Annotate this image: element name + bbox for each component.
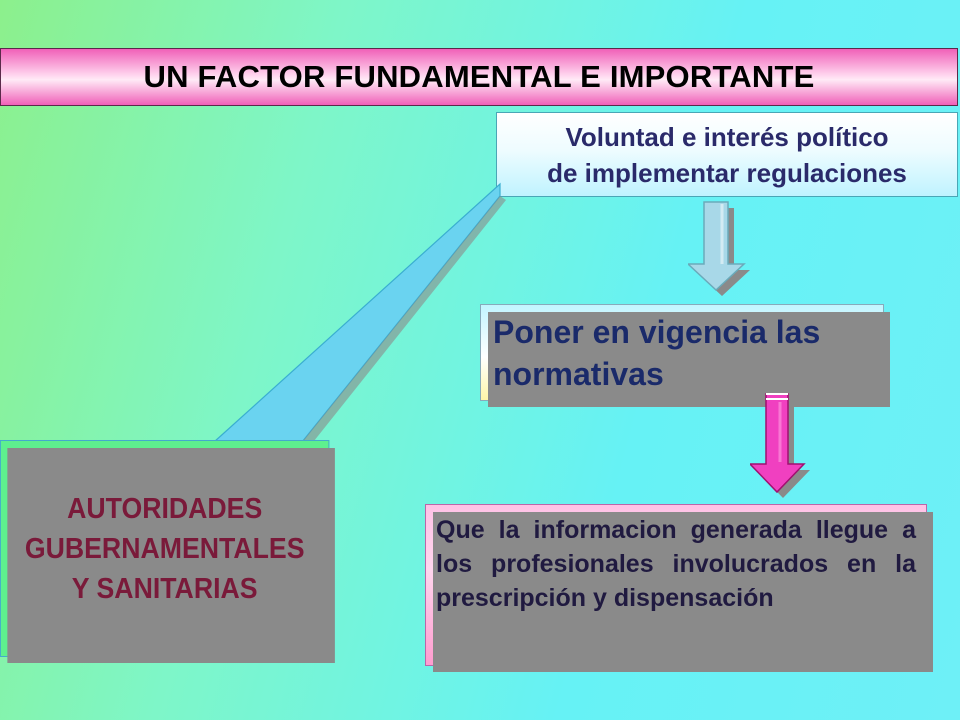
voluntad-line-2: de implementar regulaciones: [547, 157, 907, 188]
autoridades-line-3: Y SANITARIAS: [71, 572, 258, 605]
page-title: UN FACTOR FUNDAMENTAL E IMPORTANTE: [143, 59, 815, 94]
voluntad-box: Voluntad e interés político de implement…: [496, 112, 958, 197]
poner-box: Poner en vigencia las normativas: [480, 304, 890, 407]
down-arrow-icon: [750, 393, 810, 498]
autoridades-line-1: AUTORIDADES: [67, 492, 263, 525]
poner-line-1: Poner en vigencia las: [493, 314, 821, 350]
que-box: Que la informacion generada llegue a los…: [425, 504, 933, 672]
voluntad-line-1: Voluntad e interés político: [565, 121, 889, 152]
autoridades-line-2: GUBERNAMENTALES: [24, 532, 305, 565]
poner-line-2: normativas: [493, 356, 664, 392]
title-bar: UN FACTOR FUNDAMENTAL E IMPORTANTE: [0, 48, 958, 106]
que-text: Que la informacion generada llegue a los…: [436, 516, 916, 612]
down-arrow-icon: [688, 201, 750, 296]
autoridades-box: AUTORIDADES GUBERNAMENTALES Y SANITARIAS: [0, 440, 335, 663]
